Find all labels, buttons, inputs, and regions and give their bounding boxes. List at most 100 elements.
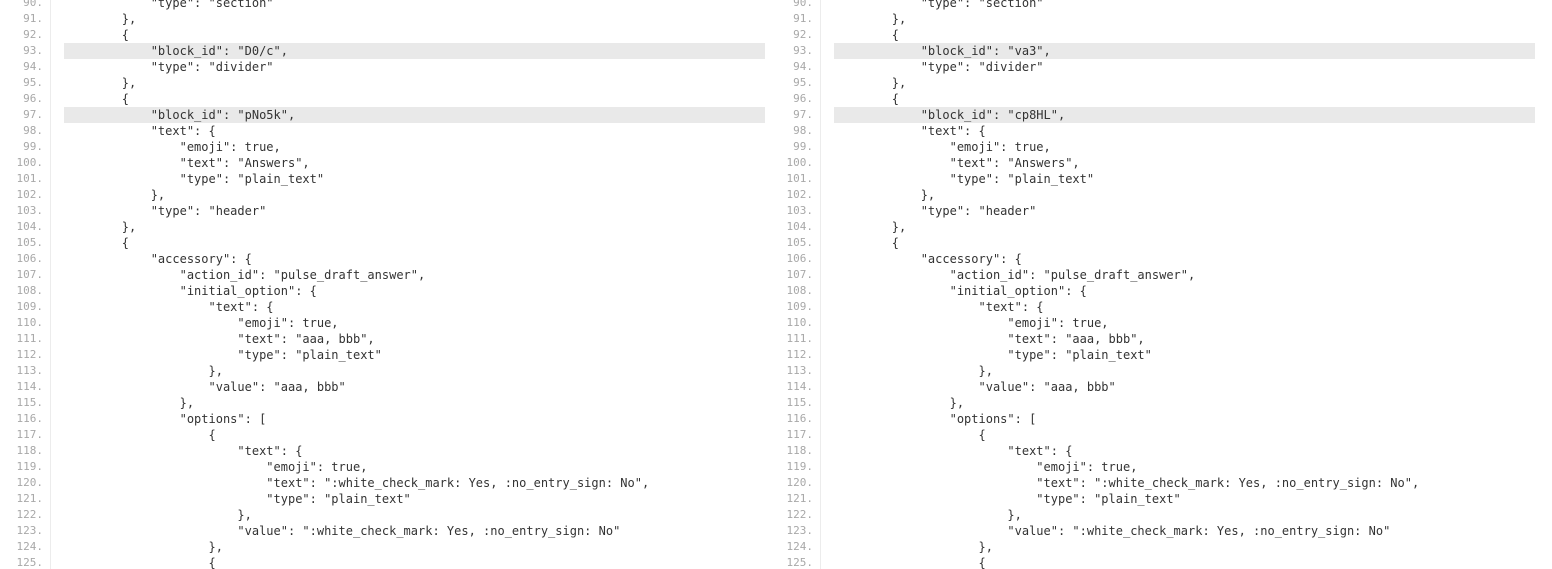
left-diff-pane[interactable]: 90. "type": "section"91. },92. {93. "blo… [0, 0, 770, 569]
right-line-text: "options": [ [834, 412, 1037, 426]
right-line-text: "action_id": "pulse_draft_answer", [834, 268, 1196, 282]
right-code-line: 116. "options": [ [770, 411, 1540, 427]
left-code-line: 124. }, [0, 539, 770, 555]
left-line-text: "options": [ [64, 412, 267, 426]
left-code-line: 91. }, [0, 11, 770, 27]
left-line-number: 101. [16, 172, 44, 185]
left-line-number: 95. [23, 76, 43, 89]
right-code-line: 99. "emoji": true, [770, 139, 1540, 155]
left-line-number: 102. [16, 188, 44, 201]
left-line-number: 111. [16, 332, 44, 345]
right-code-line: 102. }, [770, 187, 1540, 203]
left-code-line: 112. "type": "plain_text" [0, 347, 770, 363]
right-code-line: 90. "type": "section" [770, 0, 1540, 11]
right-highlighted-line: 93. "block_id": "va3", [770, 43, 1540, 59]
right-code-line: 112. "type": "plain_text" [770, 347, 1540, 363]
left-line-text: { [64, 236, 130, 250]
left-line-number: 98. [23, 124, 43, 137]
left-line-text: "initial_option": { [64, 284, 317, 298]
left-code-line: 115. }, [0, 395, 770, 411]
right-line-number: 104. [786, 220, 814, 233]
right-code-line: 101. "type": "plain_text" [770, 171, 1540, 187]
right-line-text: { [834, 28, 900, 42]
left-highlighted-line: 97. "block_id": "pNo5k", [0, 107, 770, 123]
right-line-text: }, [834, 188, 936, 202]
left-line-text: "emoji": true, [64, 460, 368, 474]
right-code-line: 95. }, [770, 75, 1540, 91]
left-code-line: 120. "text": ":white_check_mark: Yes, :n… [0, 475, 770, 491]
right-line-text: "emoji": true, [834, 460, 1138, 474]
right-highlighted-line: 97. "block_id": "cp8HL", [770, 107, 1540, 123]
right-diff-pane[interactable]: 90. "type": "section"91. },92. {93. "blo… [770, 0, 1540, 569]
right-line-text: }, [834, 396, 965, 410]
left-line-text: "type": "divider" [64, 60, 274, 74]
left-line-number: 114. [16, 380, 44, 393]
left-line-number: 109. [16, 300, 44, 313]
left-code-line: 106. "accessory": { [0, 251, 770, 267]
left-line-number: 121. [16, 492, 44, 505]
left-line-text: { [64, 28, 130, 42]
left-line-text: }, [64, 76, 137, 90]
right-line-text: "initial_option": { [834, 284, 1087, 298]
right-code-line: 108. "initial_option": { [770, 283, 1540, 299]
left-code-line: 111. "text": "aaa, bbb", [0, 331, 770, 347]
left-code-line: 104. }, [0, 219, 770, 235]
right-line-text: "text": "aaa, bbb", [834, 332, 1145, 346]
right-line-number-gutter [770, 0, 821, 569]
right-line-number: 105. [786, 236, 814, 249]
left-line-text: "accessory": { [64, 252, 252, 266]
left-code-line: 103. "type": "header" [0, 203, 770, 219]
right-code-line: 113. }, [770, 363, 1540, 379]
left-line-text: "type": "plain_text" [64, 492, 411, 506]
left-line-number: 97. [23, 108, 43, 121]
right-code-line: 103. "type": "header" [770, 203, 1540, 219]
left-code-line: 110. "emoji": true, [0, 315, 770, 331]
right-line-number: 92. [793, 28, 813, 41]
right-line-text: { [834, 236, 900, 250]
left-code-line: 118. "text": { [0, 443, 770, 459]
left-code-line: 123. "value": ":white_check_mark: Yes, :… [0, 523, 770, 539]
right-line-number: 123. [786, 524, 814, 537]
left-code-line: 119. "emoji": true, [0, 459, 770, 475]
left-line-number: 118. [16, 444, 44, 457]
left-line-text: }, [64, 12, 137, 26]
right-code-line: 106. "accessory": { [770, 251, 1540, 267]
left-line-text: }, [64, 364, 223, 378]
right-line-text: "type": "plain_text" [834, 492, 1181, 506]
left-code-line: 109. "text": { [0, 299, 770, 315]
left-line-text: "type": "header" [64, 204, 267, 218]
left-code-line: 95. }, [0, 75, 770, 91]
left-line-number: 107. [16, 268, 44, 281]
right-line-text: }, [834, 12, 907, 26]
left-line-number: 99. [23, 140, 43, 153]
right-line-number: 107. [786, 268, 814, 281]
right-code-line: 107. "action_id": "pulse_draft_answer", [770, 267, 1540, 283]
left-code-line: 98. "text": { [0, 123, 770, 139]
left-code-line: 94. "type": "divider" [0, 59, 770, 75]
left-line-text: }, [64, 188, 166, 202]
left-line-text: "emoji": true, [64, 140, 281, 154]
left-line-number: 115. [16, 396, 44, 409]
left-line-number: 120. [16, 476, 44, 489]
left-line-number: 90. [23, 0, 43, 9]
right-line-number: 93. [793, 44, 813, 57]
left-line-text: { [64, 428, 216, 442]
left-line-text: "action_id": "pulse_draft_answer", [64, 268, 426, 282]
right-line-number: 95. [793, 76, 813, 89]
right-line-text: "value": "aaa, bbb" [834, 380, 1116, 394]
right-line-text: "emoji": true, [834, 140, 1051, 154]
left-line-number: 122. [16, 508, 44, 521]
left-line-number: 116. [16, 412, 44, 425]
left-line-text: "value": "aaa, bbb" [64, 380, 346, 394]
pane-divider [765, 0, 770, 569]
left-code-line: 122. }, [0, 507, 770, 523]
left-line-text: "type": "section" [64, 0, 274, 10]
right-line-number: 102. [786, 188, 814, 201]
right-line-text: "accessory": { [834, 252, 1022, 266]
right-line-text: "emoji": true, [834, 316, 1109, 330]
right-code-line: 119. "emoji": true, [770, 459, 1540, 475]
right-code-line: 104. }, [770, 219, 1540, 235]
right-line-text: { [834, 92, 900, 106]
left-code-line: 105. { [0, 235, 770, 251]
right-line-number: 109. [786, 300, 814, 313]
